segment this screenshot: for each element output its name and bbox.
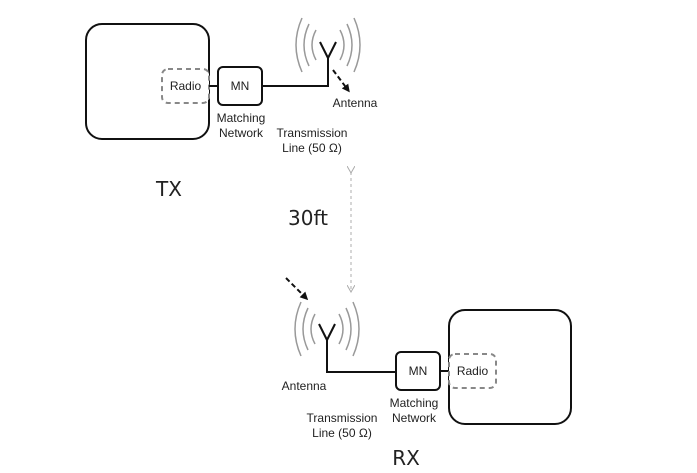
distance-label: 30ft [288, 206, 328, 230]
rx-antenna-icon [318, 323, 336, 341]
rx-tline-line2: Line (50 Ω) [312, 426, 372, 440]
distance-indicator: 30ft [288, 172, 351, 291]
rx-title: RX [392, 446, 420, 470]
tx-outgoing-arrow [332, 69, 350, 93]
tx-radio-waves-icon [295, 17, 361, 73]
rx-tline-line1: Transmission [307, 411, 378, 425]
tx-matching-line1: Matching [217, 111, 266, 125]
rx-radio-waves-icon [294, 301, 360, 357]
tx-title: TX [155, 177, 182, 201]
rx-transmission-line [326, 340, 396, 373]
rx-matching-line1: Matching [390, 396, 439, 410]
tx-radio-label: Radio [170, 79, 202, 93]
rx-antenna-label: Antenna [282, 379, 327, 393]
rx-radio-label: Radio [457, 364, 489, 378]
tx-tline-line1: Transmission [277, 126, 348, 140]
rx-matching-line2: Network [392, 411, 437, 425]
tx-antenna-label: Antenna [333, 96, 378, 110]
tx-mn-label: MN [231, 79, 250, 93]
tx-matching-line2: Network [219, 126, 264, 140]
tx-section: Radio MN Matching Network Transmission L… [85, 17, 378, 201]
rx-incoming-arrow [285, 277, 309, 301]
rx-mn-label: MN [409, 364, 428, 378]
tx-tline-line2: Line (50 Ω) [282, 141, 342, 155]
tx-transmission-line [262, 58, 329, 87]
rx-section: Antenna Transmission Line (50 Ω) MN Matc… [282, 277, 572, 470]
rx-radio-box [448, 353, 497, 389]
tx-antenna-icon [319, 41, 337, 59]
